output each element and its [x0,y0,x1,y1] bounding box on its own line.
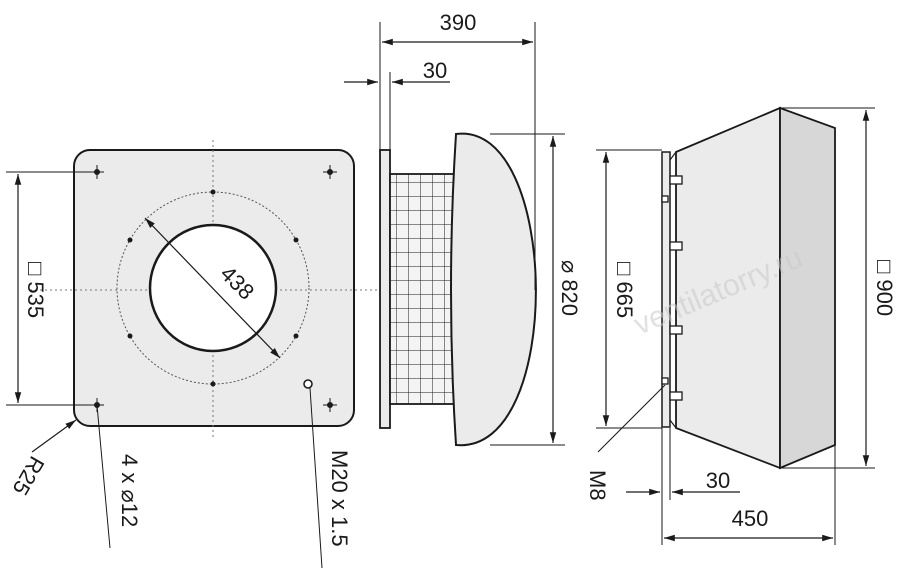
diameter-820-label: ⌀ 820 [557,260,582,316]
holes-leader [96,404,111,549]
thread-leader [309,387,323,569]
hood-flange [661,151,671,428]
corner-radius-label: R25 [8,452,50,499]
depth-450-label: 450 [732,506,769,531]
square-900-label: □ 900 [872,260,897,316]
side-flange [379,149,391,429]
square-665-label: □ 665 [612,262,637,318]
hood-side-face [779,106,836,470]
square-535-label: □ 535 [23,262,48,318]
radius-leader [31,419,77,453]
side-hood [450,132,537,447]
opening-diameter-dimline [144,217,281,359]
bolt-label: M8 [585,470,610,501]
side-view: 390 30 ⌀ 820 [344,10,582,447]
flange-30-label: 30 [423,58,447,83]
bolt-points [127,189,299,387]
right-view: ventilatorry.ru □ 665 □ 900 M8 30 450 [585,106,897,545]
drain-hole [303,379,313,389]
front-view: 438 □ 535 R25 4 x ⌀12 M20 x 1.5 [6,140,540,569]
depth-390-label: 390 [440,10,477,35]
bolt-leader [597,384,666,453]
side-grille [389,173,461,405]
flange-30b-label: 30 [706,468,730,493]
holes-label: 4 x ⌀12 [117,454,142,527]
thread-label: M20 x 1.5 [327,450,352,547]
bolt-circle [116,191,310,385]
hood-brackets [661,175,683,401]
